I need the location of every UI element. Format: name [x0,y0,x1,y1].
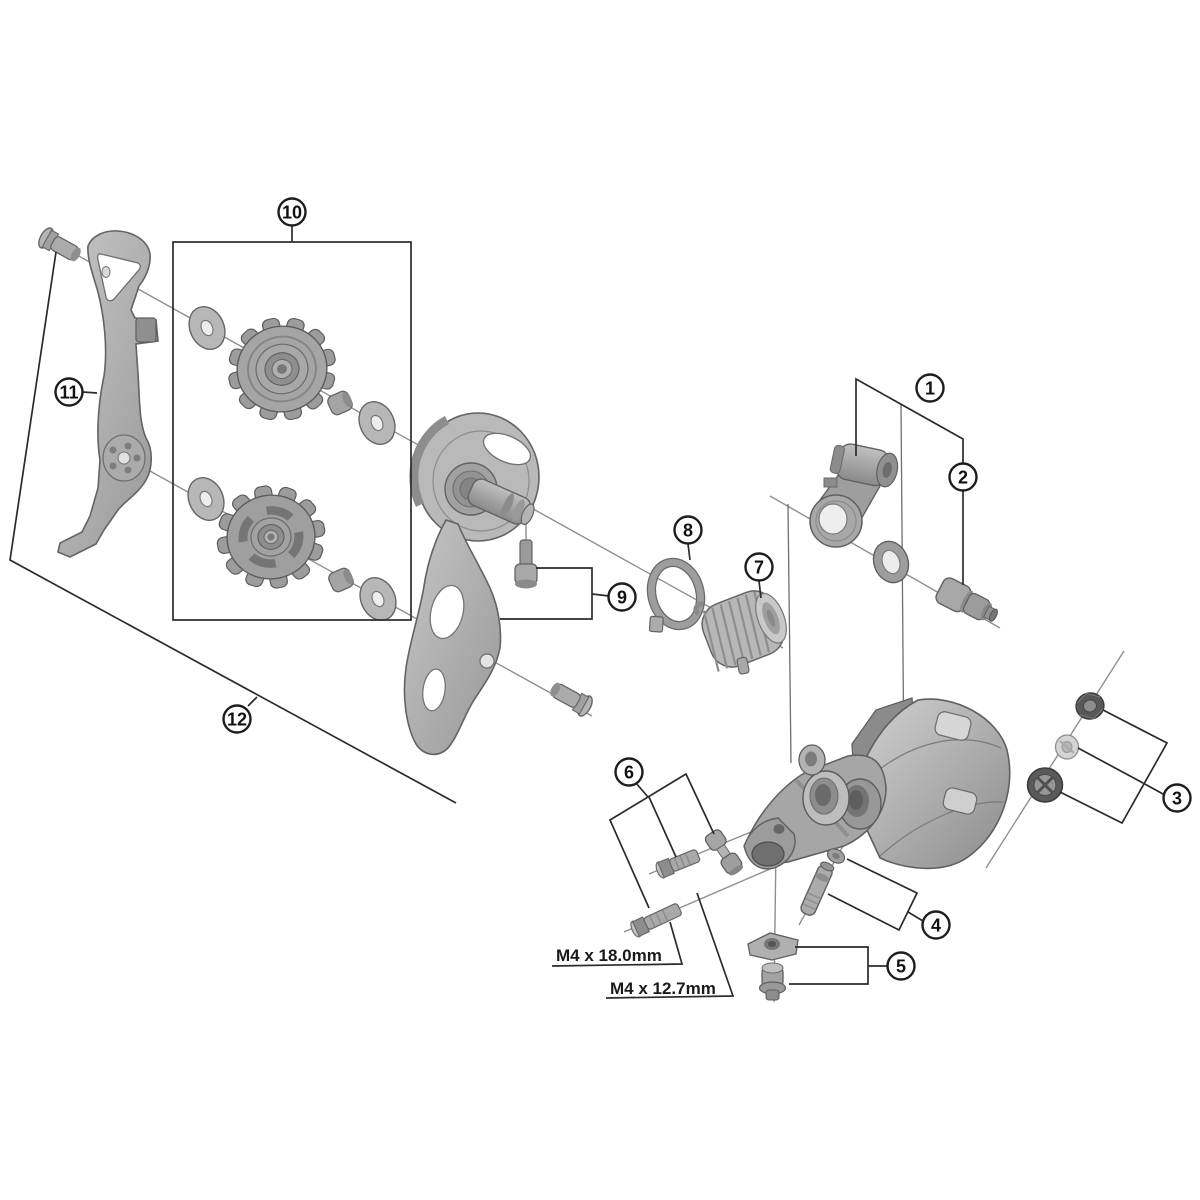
callout-6-number: 6 [624,763,634,783]
cage-stopper-bolt [35,225,86,267]
mount-bolt-short [655,849,701,879]
callout-1: 1 [915,373,945,403]
inner-cage-plate [57,230,159,558]
callout-12: 12 [222,704,252,734]
pulley-washer [351,395,403,451]
cage-axle-stud [467,478,535,526]
adjust-cap [1026,767,1064,803]
callout-12-number: 12 [227,710,247,730]
callout-9: 9 [607,582,637,612]
circlip [646,557,706,633]
callout-9-number: 9 [617,588,627,608]
callout-leader-lines [9,226,1169,999]
callout-8-number: 8 [683,521,693,541]
cage-mount-bolt [545,677,596,719]
pulley-washer [181,300,233,356]
callout-6: 6 [614,757,644,787]
callout-3-number: 3 [1172,789,1182,809]
pulley-washer [352,571,404,627]
outer-cage-plate [403,412,540,756]
bracket-axle-bolt [935,577,998,622]
assembly-axis-lines [49,239,1125,1003]
derailleur-body [743,697,1011,870]
cable-fixing-screw [758,962,787,1001]
callout-5-number: 5 [896,957,906,977]
callout-5: 5 [886,951,916,981]
stopper-cap [826,848,846,864]
pulley-bushing [326,565,357,595]
dimension-label-m4x127: M4 x 12.7mm [610,979,716,998]
callout-10-number: 10 [282,203,302,223]
cable-fixing-tnut [747,932,799,961]
dimension-label-m4x18: M4 x 18.0mm [556,946,662,965]
callout-4: 4 [921,910,951,940]
guide-pulley [216,305,348,433]
adjust-plate [1054,734,1080,760]
callout-2: 2 [948,462,978,492]
tension-spring [693,590,787,675]
pulley-set-group [180,300,404,627]
bracket-axle-unit [809,443,899,548]
callout-7-number: 7 [754,558,764,578]
tension-pulley [208,476,334,598]
callout-3: 3 [1162,783,1192,813]
callout-1-number: 1 [925,379,935,399]
pulley-bushing [325,388,356,418]
mount-bolt-long [630,903,682,938]
adjust-nut [1075,692,1105,720]
cage-pivot-bolt [514,539,538,589]
link-stud [704,829,744,876]
callout-4-number: 4 [931,916,941,936]
callout-11-number: 11 [59,383,78,403]
callout-10: 10 [277,197,307,227]
callout-8: 8 [673,515,703,545]
stopper-pin [800,861,835,916]
bracket-washer [872,540,910,584]
callout-7: 7 [744,552,774,582]
plate-slider-tab [135,317,157,343]
callout-2-number: 2 [958,468,968,488]
callout-11: 11 [54,377,84,407]
